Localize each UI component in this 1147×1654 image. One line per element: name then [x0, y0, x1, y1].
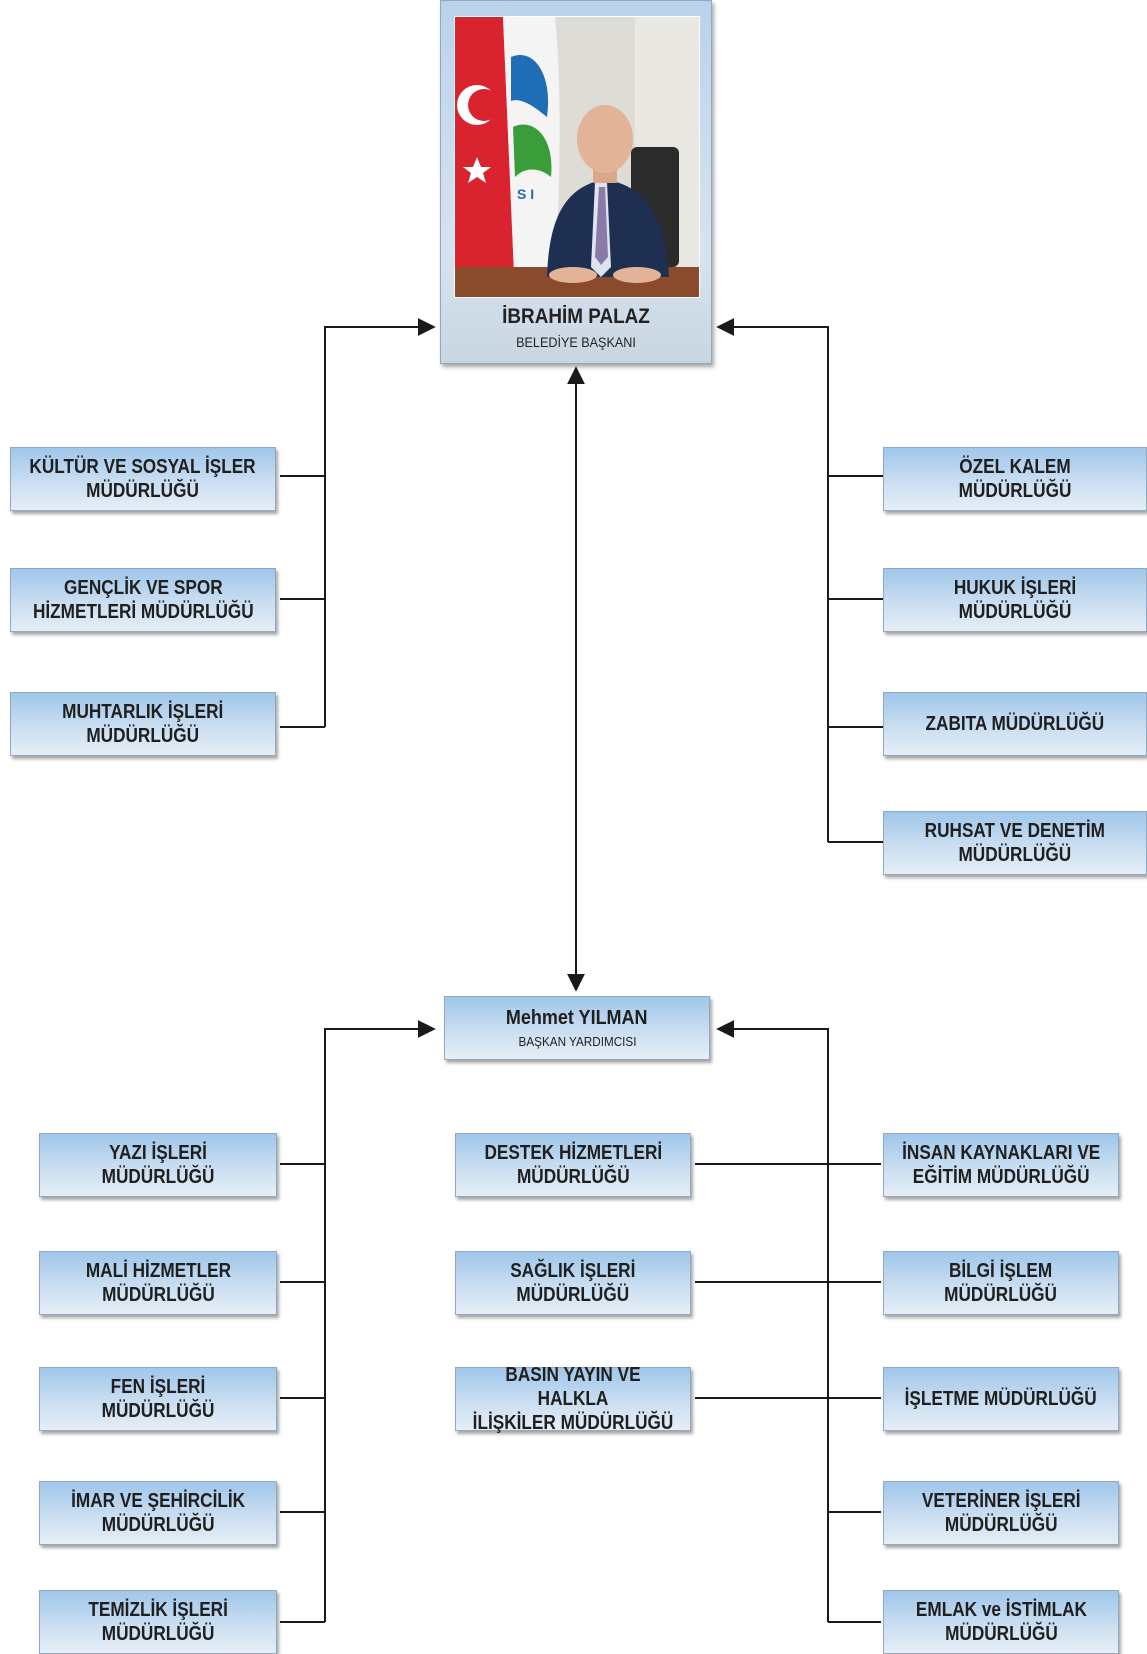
directorate-genclik-spor: GENÇLİK VE SPOR HİZMETLERİ MÜDÜRLÜĞÜ [10, 568, 276, 632]
directorate-label: ZABITA MÜDÜRLÜĞÜ [925, 713, 1105, 735]
vice-mayor-name: Mehmet YILMAN [506, 1007, 648, 1029]
connector-right-top-bus [716, 318, 829, 842]
connector-right-bottom-bus [716, 1020, 829, 1622]
directorate-label: MALİ HİZMETLER MÜDÜRLÜĞÜ [85, 1260, 231, 1306]
directorate-label: EMLAK ve İSTİMLAK MÜDÜRLÜĞÜ [915, 1599, 1087, 1645]
directorate-label: RUHSAT VE DENETİM MÜDÜRLÜĞÜ [924, 820, 1106, 866]
directorate-insan-kaynaklari: İNSAN KAYNAKLARI VE EĞİTİM MÜDÜRLÜĞÜ [883, 1133, 1119, 1197]
directorate-label: DESTEK HİZMETLERİ MÜDÜRLÜĞÜ [484, 1142, 662, 1188]
directorate-saglik-isleri: SAĞLIK İŞLERİ MÜDÜRLÜĞÜ [455, 1251, 691, 1315]
directorate-label: TEMİZLİK İŞLERİ MÜDÜRLÜĞÜ [88, 1599, 228, 1645]
directorate-yazi-isleri: YAZI İŞLERİ MÜDÜRLÜĞÜ [39, 1133, 277, 1197]
directorate-label: KÜLTÜR VE SOSYAL İŞLER MÜDÜRLÜĞÜ [29, 456, 257, 502]
directorate-label: SAĞLIK İŞLERİ MÜDÜRLÜĞÜ [510, 1260, 636, 1306]
directorate-label: GENÇLİK VE SPOR HİZMETLERİ MÜDÜRLÜĞÜ [32, 577, 254, 623]
directorate-isletme: İŞLETME MÜDÜRLÜĞÜ [883, 1367, 1119, 1431]
directorate-label: HUKUK İŞLERİ MÜDÜRLÜĞÜ [953, 577, 1077, 623]
directorate-imar-sehircilik: İMAR VE ŞEHİRCİLİK MÜDÜRLÜĞÜ [39, 1481, 277, 1545]
directorate-label: BİLGİ İŞLEM MÜDÜRLÜĞÜ [944, 1260, 1058, 1306]
directorate-kultur-sosyal: KÜLTÜR VE SOSYAL İŞLER MÜDÜRLÜĞÜ [10, 447, 276, 511]
directorate-label: İNSAN KAYNAKLARI VE EĞİTİM MÜDÜRLÜĞÜ [901, 1142, 1101, 1188]
directorate-muhtarlik: MUHTARLIK İŞLERİ MÜDÜRLÜĞÜ [10, 692, 276, 756]
directorate-emlak-istimlak: EMLAK ve İSTİMLAK MÜDÜRLÜĞÜ [883, 1590, 1119, 1654]
directorate-label: MUHTARLIK İŞLERİ MÜDÜRLÜĞÜ [62, 701, 224, 747]
svg-text:S I: S I [517, 186, 534, 202]
directorate-basin-yayin: BASIN YAYIN VE HALKLA İLİŞKİLER MÜDÜRLÜĞ… [455, 1364, 691, 1434]
directorate-label: FEN İŞLERİ MÜDÜRLÜĞÜ [101, 1376, 215, 1422]
vice-mayor-card: Mehmet YILMAN BAŞKAN YARDIMCISI [444, 996, 710, 1060]
mayor-name: İBRAHİM PALAZ [502, 305, 650, 328]
directorate-bilgi-islem: BİLGİ İŞLEM MÜDÜRLÜĞÜ [883, 1251, 1119, 1315]
directorate-label: İŞLETME MÜDÜRLÜĞÜ [904, 1388, 1098, 1410]
vice-mayor-title: BAŞKAN YARDIMCISI [518, 1034, 636, 1049]
mayor-title: BELEDİYE BAŞKANI [516, 334, 636, 350]
directorate-label: ÖZEL KALEM MÜDÜRLÜĞÜ [958, 456, 1072, 502]
directorate-fen-isleri: FEN İŞLERİ MÜDÜRLÜĞÜ [39, 1367, 277, 1431]
directorate-destek-hizmetleri: DESTEK HİZMETLERİ MÜDÜRLÜĞÜ [455, 1133, 691, 1197]
connector-left-bottom-bus [324, 1020, 436, 1622]
directorate-label: YAZI İŞLERİ MÜDÜRLÜĞÜ [101, 1142, 215, 1188]
mayor-card: S I İBRAHİM PALAZ BELEDİYE BAŞKANI [440, 0, 712, 364]
directorate-ozel-kalem: ÖZEL KALEM MÜDÜRLÜĞÜ [883, 447, 1147, 511]
directorate-temizlik: TEMİZLİK İŞLERİ MÜDÜRLÜĞÜ [39, 1590, 277, 1654]
connector-left-top-bus [324, 318, 436, 727]
directorate-label: VETERİNER İŞLERİ MÜDÜRLÜĞÜ [921, 1490, 1081, 1536]
directorate-hukuk: HUKUK İŞLERİ MÜDÜRLÜĞÜ [883, 568, 1147, 632]
directorate-label: BASIN YAYIN VE HALKLA İLİŞKİLER MÜDÜRLÜĞ… [472, 1364, 674, 1434]
directorate-ruhsat-denetim: RUHSAT VE DENETİM MÜDÜRLÜĞÜ [883, 811, 1147, 875]
directorate-veteriner: VETERİNER İŞLERİ MÜDÜRLÜĞÜ [883, 1481, 1119, 1545]
directorate-zabita: ZABITA MÜDÜRLÜĞÜ [883, 692, 1147, 756]
directorate-label: İMAR VE ŞEHİRCİLİK MÜDÜRLÜĞÜ [71, 1490, 245, 1536]
directorate-mali-hizmetler: MALİ HİZMETLER MÜDÜRLÜĞÜ [39, 1251, 277, 1315]
mayor-photo: S I [454, 16, 700, 298]
